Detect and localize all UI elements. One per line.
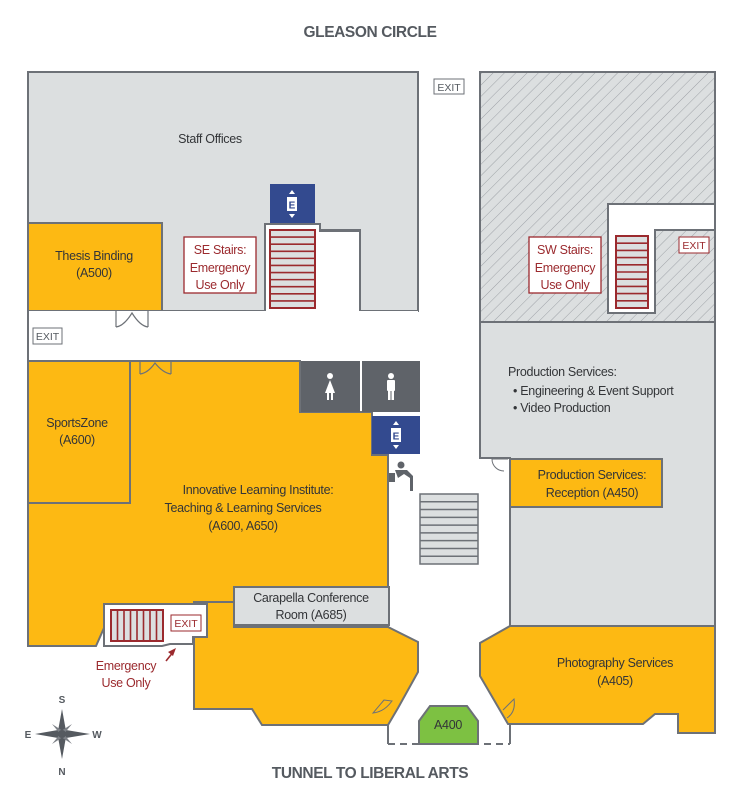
center-stairs xyxy=(419,493,479,565)
svg-text:E: E xyxy=(289,201,296,212)
ili-number: (A600, A650) xyxy=(208,519,278,533)
ili-name: Innovative Learning Institute: xyxy=(183,483,334,497)
production-services-item: • Engineering & Event Support xyxy=(513,384,674,398)
restroom-men[interactable] xyxy=(362,361,420,412)
sw-stairs-note-line: Use Only xyxy=(540,278,590,292)
elevator-icon: E xyxy=(270,184,315,223)
sportszone-number: (A600) xyxy=(59,433,95,447)
svg-text:EXIT: EXIT xyxy=(437,82,461,94)
exit-sign-sw[interactable]: EXIT xyxy=(678,236,710,254)
svg-text:EXIT: EXIT xyxy=(36,331,60,343)
svg-text:E: E xyxy=(393,432,400,443)
sw-stairs-note xyxy=(528,236,602,294)
women-restroom-icon xyxy=(325,373,335,400)
exit-sign-bottom[interactable]: EXIT xyxy=(170,614,202,632)
production-services-item: • Video Production xyxy=(513,401,611,415)
bottom-stairs-note: Use Only xyxy=(101,676,151,690)
svg-text:EXIT: EXIT xyxy=(174,618,198,630)
bottom-stairs-note: Emergency xyxy=(96,659,158,673)
compass-south: S xyxy=(59,695,66,706)
compass-west: W xyxy=(92,730,102,741)
room-carapella[interactable] xyxy=(233,586,390,626)
thesis-binding-name: Thesis Binding xyxy=(55,249,133,263)
compass-east: E xyxy=(25,730,32,741)
door xyxy=(491,458,505,472)
production-reception-number: Reception (A450) xyxy=(546,486,639,500)
a400-label: A400 xyxy=(434,718,462,732)
svg-text:EXIT: EXIT xyxy=(682,240,706,252)
water-fountain-icon xyxy=(389,461,413,491)
production-services-title: Production Services: xyxy=(508,365,617,379)
restroom-women[interactable] xyxy=(301,361,360,412)
photography-number: (A405) xyxy=(597,674,633,688)
se-stairs-note xyxy=(183,236,257,294)
north-street-label: GLEASON CIRCLE xyxy=(303,24,436,41)
room-photography[interactable] xyxy=(479,625,716,734)
double-door xyxy=(139,361,172,375)
carapella-number: Room (A685) xyxy=(275,608,346,622)
se-stairs xyxy=(269,229,316,309)
ili-subtitle: Teaching & Learning Services xyxy=(165,501,322,515)
compass-north: N xyxy=(58,767,65,778)
thesis-binding-number: (A500) xyxy=(76,266,112,280)
exit-sign-top[interactable]: EXIT xyxy=(433,78,465,95)
se-stairs-note-line: Use Only xyxy=(195,278,245,292)
production-reception-name: Production Services: xyxy=(538,468,647,482)
se-stairs-note-line: SE Stairs: xyxy=(194,243,247,257)
men-restroom-icon xyxy=(387,373,395,400)
se-stairs-note-line: Emergency xyxy=(190,261,252,275)
carapella-name: Carapella Conference xyxy=(253,591,369,605)
staff-offices-label: Staff Offices xyxy=(178,132,242,146)
room-thesis-binding[interactable] xyxy=(27,222,163,312)
sportszone-name: SportsZone xyxy=(46,416,108,430)
bottom-emergency-stairs xyxy=(110,609,164,642)
room-production-reception[interactable] xyxy=(509,458,663,508)
south-tunnel-label: TUNNEL TO LIBERAL ARTS xyxy=(272,765,469,782)
photography-name: Photography Services xyxy=(557,656,673,670)
compass-rose-icon xyxy=(35,709,90,759)
sw-stairs-note-line: SW Stairs: xyxy=(537,243,593,257)
door xyxy=(371,699,393,714)
room-sportszone[interactable] xyxy=(27,360,131,504)
door xyxy=(502,697,515,719)
sw-stairs xyxy=(615,235,649,309)
sw-stairs-note-line: Emergency xyxy=(535,261,597,275)
arrow-icon xyxy=(165,648,176,662)
double-door xyxy=(115,311,149,328)
exit-sign-west[interactable]: EXIT xyxy=(32,327,63,345)
elevator-icon: E xyxy=(372,416,420,454)
